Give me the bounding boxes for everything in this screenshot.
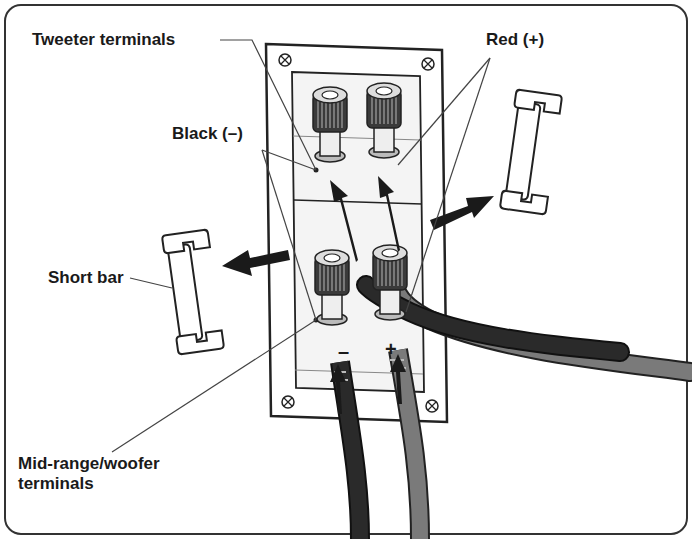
polarity-mark: + [385, 339, 397, 359]
polarity-mark: – [338, 341, 349, 361]
woofer-black-terminal [315, 250, 349, 325]
tweeter-red-terminal [367, 83, 401, 158]
woofer-red-terminal [373, 245, 407, 320]
wires-lower [334, 350, 420, 539]
callout-label: Tweeter terminals [32, 30, 175, 50]
short-bar-left [162, 229, 224, 354]
wires-upper [366, 285, 690, 372]
tweeter-black-terminal [313, 87, 347, 162]
insert-arrows [330, 176, 406, 414]
short-bar-right [500, 89, 562, 214]
leader-lines [112, 40, 490, 452]
callout-label: Black (–) [172, 124, 243, 144]
terminal-plate [266, 44, 447, 422]
callout-label: Short bar [48, 268, 124, 288]
callout-label: Mid-range/woofer terminals [18, 454, 168, 494]
callout-label: Red (+) [486, 30, 544, 50]
short-bar-arrows [222, 196, 494, 276]
